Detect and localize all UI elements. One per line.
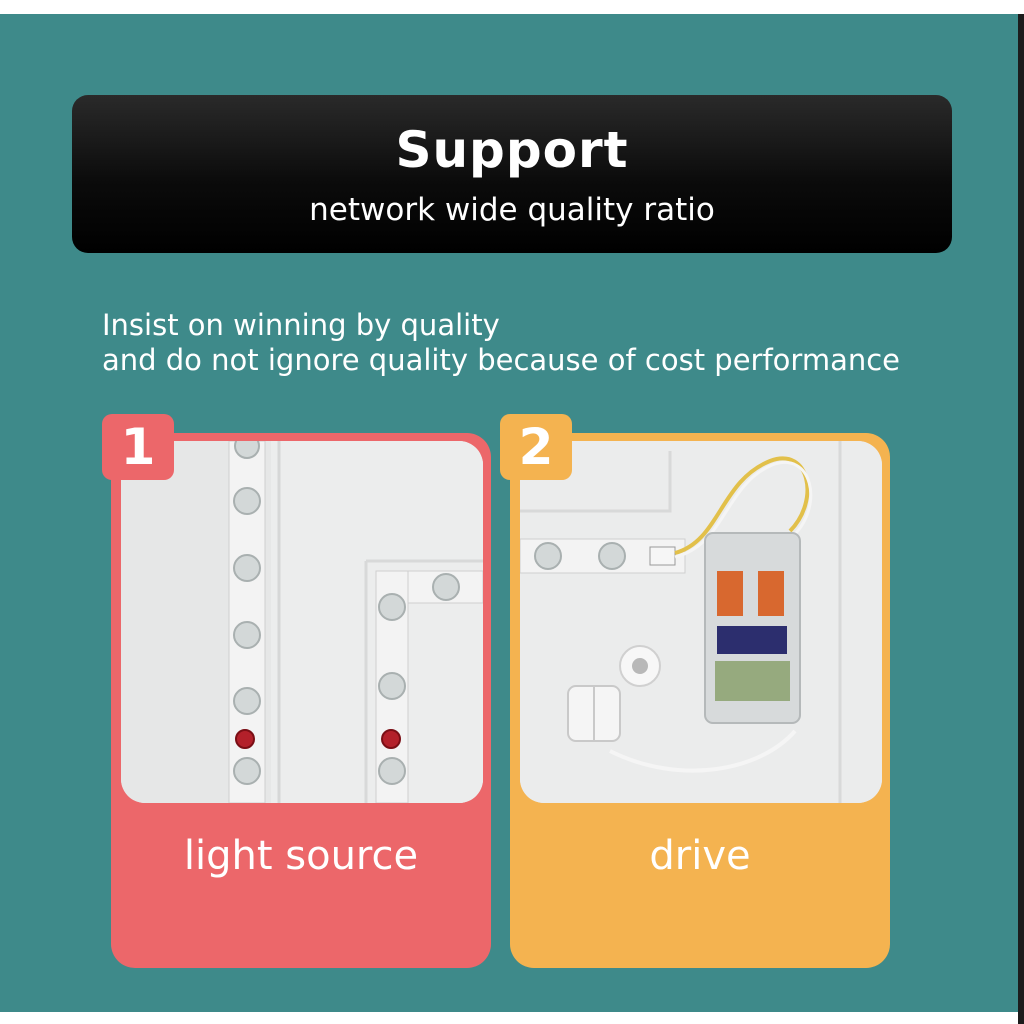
header-banner: Support network wide quality ratio — [72, 95, 952, 253]
driver-image — [520, 441, 882, 803]
led-strip-image — [121, 441, 483, 803]
card-number-badge-1: 1 — [102, 414, 174, 480]
feature-card-drive: drive — [510, 433, 890, 968]
card-label-drive: drive — [649, 833, 751, 879]
tagline-line-1: Insist on winning by quality — [102, 308, 500, 342]
feature-card-light-source: light source — [111, 433, 491, 968]
tagline: Insist on winning by quality and do not … — [102, 308, 900, 378]
product-feature-page: Support network wide quality ratio Insis… — [0, 14, 1018, 1012]
card-label-light-source: light source — [183, 833, 419, 879]
right-edge-strip — [1018, 14, 1024, 1024]
banner-subtitle: network wide quality ratio — [309, 192, 715, 228]
driver-photo — [520, 441, 882, 803]
banner-title: Support — [395, 121, 629, 179]
card-number-badge-2: 2 — [500, 414, 572, 480]
led-strip-photo — [121, 441, 483, 803]
tagline-line-2: and do not ignore quality because of cos… — [102, 343, 901, 377]
